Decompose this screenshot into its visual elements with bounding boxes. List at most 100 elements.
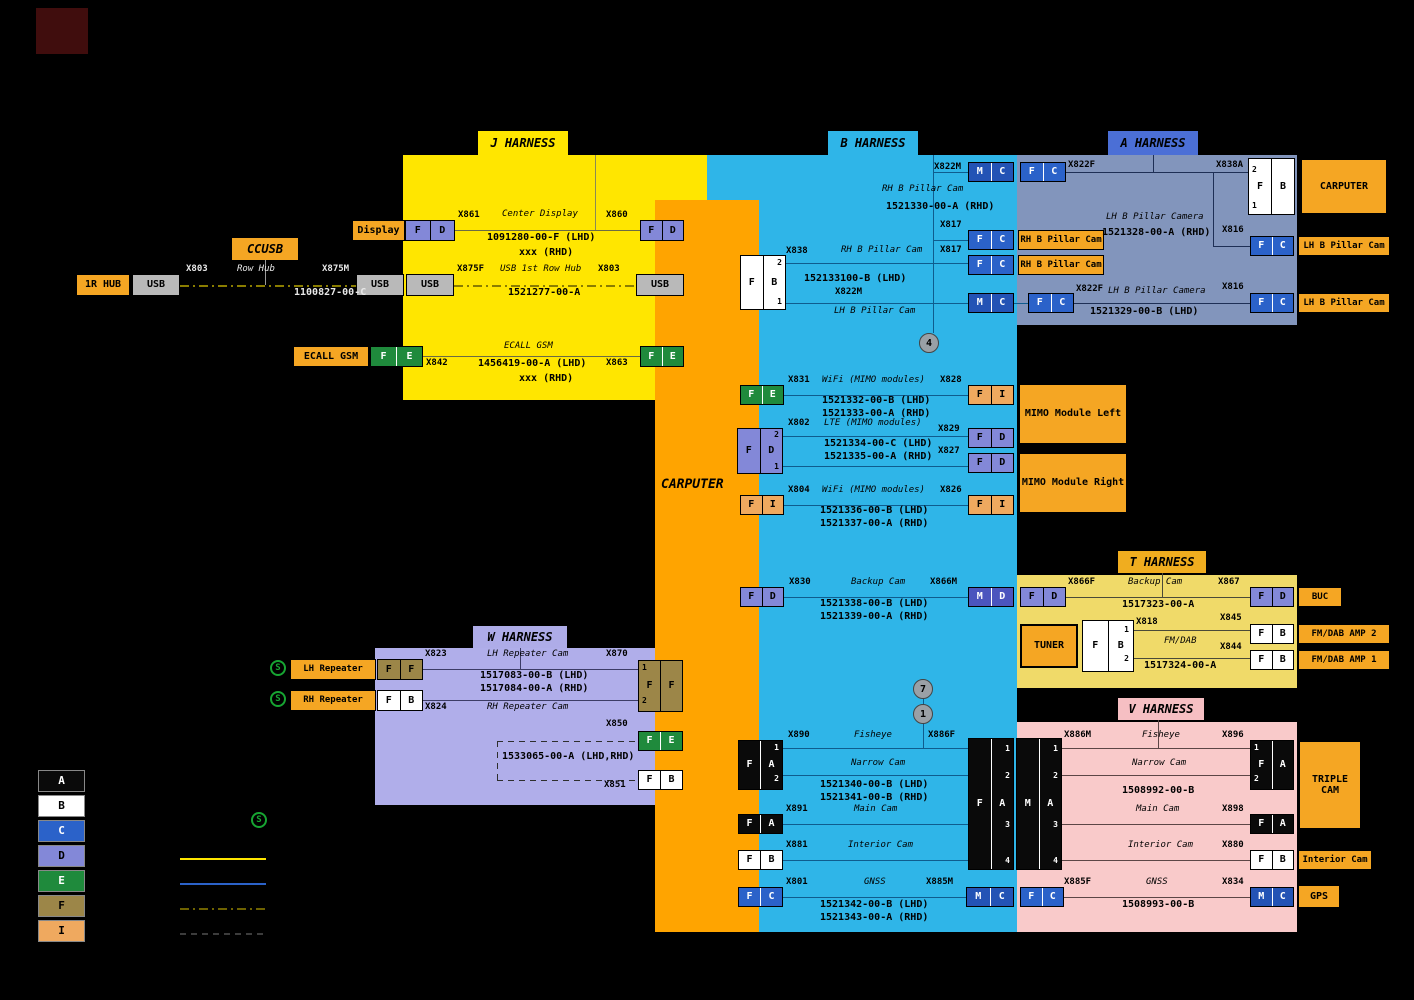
conn-divider: [1271, 159, 1272, 214]
conn-cell-a: A: [768, 818, 775, 829]
conn-divider: [1271, 851, 1273, 869]
tab-ccusb: CCUSB: [232, 238, 298, 260]
conn-divider: [1271, 588, 1273, 606]
wire-rh-repeater-cam: RH Repeater Cam: [487, 702, 569, 712]
row-hub-box: 1R HUB: [76, 274, 130, 296]
conn-cell-c: C: [1279, 891, 1286, 902]
xref-x822m-2: X822M: [835, 287, 863, 297]
conn-cell-m: M: [1258, 891, 1265, 902]
conn-cell-m: M: [976, 297, 983, 308]
callout-link-1: [923, 698, 924, 706]
pin-label: 4: [1005, 856, 1010, 865]
ecall-gsm-box: ECALL GSM: [293, 346, 369, 367]
legend-line-dashed: [180, 933, 266, 935]
conn-cell-f: F: [1258, 297, 1265, 308]
wire-row-hub: Row Hub: [237, 264, 275, 274]
usb-box-1: USB: [132, 274, 180, 296]
fmdab-wire-2: [1134, 658, 1250, 659]
lh-pillar-lhd-wire-l: [786, 303, 968, 304]
rh-pillar-rhd-wire: [933, 172, 968, 173]
conn-cell-f: F: [646, 774, 653, 785]
wire-lh-b-pillar-cam-lhd: LH B Pillar Cam: [834, 306, 916, 316]
wire-lte-mimo: LTE (MIMO modules): [824, 418, 922, 428]
part-ecall-rhd: xxx (RHD): [519, 373, 574, 384]
xref-x824: X824: [425, 702, 447, 712]
xref-x828: X828: [940, 375, 962, 385]
tuner-box: TUNER: [1020, 624, 1078, 668]
part-1521334: 1521334-00-C (LHD): [824, 438, 933, 449]
xref-x860: X860: [606, 210, 628, 220]
wire-main-cam-b: Main Cam: [854, 804, 898, 814]
conn-divider: [1271, 237, 1273, 255]
xref-x881: X881: [786, 840, 808, 850]
xref-x898: X898: [1222, 804, 1244, 814]
conn-cell-f: F: [380, 350, 387, 362]
ecall-wire: [423, 356, 640, 357]
legend-line-dashdot: [180, 908, 266, 910]
conn-cell-f: F: [1258, 654, 1265, 665]
conn-cell-c: C: [999, 166, 1006, 177]
gnss-wire-b: [783, 897, 966, 898]
pin-label: 2: [1005, 771, 1010, 780]
conn-divider: [429, 221, 431, 240]
conn-divider: [762, 256, 764, 309]
conn-divider: [1271, 815, 1273, 833]
conn-cell-f: F: [646, 680, 653, 691]
carputer-box: CARPUTER: [1300, 158, 1388, 215]
part-1521342: 1521342-00-B (LHD): [820, 899, 929, 910]
conn-cell-b: B: [408, 694, 415, 706]
buc-box: BUC: [1298, 587, 1342, 607]
pin-label: 2: [1124, 654, 1129, 663]
callout-7: 7: [913, 679, 933, 699]
conn-cell-a: A: [1047, 798, 1054, 809]
conn-divider: [990, 739, 992, 869]
conn-divider: [990, 588, 992, 606]
pin-label: 1: [1005, 744, 1010, 753]
conn-cell-f: F: [1092, 640, 1099, 651]
part-1517324: 1517324-00-A: [1144, 660, 1217, 671]
conn-cell-a: A: [768, 759, 775, 770]
conn-cell-b: B: [771, 276, 778, 288]
conn-divider: [760, 888, 761, 906]
conn-divider: [399, 691, 401, 710]
conn-cell-b: B: [1279, 854, 1286, 865]
part-1517323: 1517323-00-A: [1122, 599, 1195, 610]
pin-label: 2: [777, 258, 782, 267]
fmdab-amp2-box: FM/DAB AMP 2: [1298, 624, 1390, 644]
gnss-wire-v: [1064, 897, 1250, 898]
wire-gnss-b: GNSS: [864, 877, 886, 887]
wire-narrow-cam-b: Narrow Cam: [851, 758, 906, 768]
pin-label: 2: [774, 774, 779, 783]
legend-swatch-b: B: [38, 795, 85, 817]
xref-x823: X823: [425, 649, 447, 659]
wire-lh-b-pillar-camera-lhd: LH B Pillar Camera: [1108, 286, 1206, 296]
pin-label: 4: [1053, 856, 1058, 865]
conn-divider: [1271, 651, 1273, 669]
conn-cell-f: F: [1028, 166, 1035, 177]
conn-divider: [660, 732, 661, 750]
wire-lh-repeater-cam: LH Repeater Cam: [487, 649, 569, 659]
conn-divider: [990, 454, 992, 472]
conn-cell-i: I: [769, 499, 776, 510]
lh-b-pillar-cam-box-1: LH B Pillar Cam: [1298, 236, 1390, 256]
conn-divider: [661, 347, 663, 366]
conn-cell-d: D: [669, 224, 676, 236]
part-1517084: 1517084-00-A (RHD): [480, 683, 589, 694]
conn-divider: [990, 429, 992, 447]
wire-main-cam-v: Main Cam: [1136, 804, 1180, 814]
callout-1: 1: [913, 704, 933, 724]
part-1508992: 1508992-00-B: [1122, 785, 1195, 796]
part-1521337: 1521337-00-A (RHD): [820, 518, 929, 529]
conn-cell-f: F: [385, 663, 392, 675]
conn-cell-f: F: [1028, 591, 1035, 602]
